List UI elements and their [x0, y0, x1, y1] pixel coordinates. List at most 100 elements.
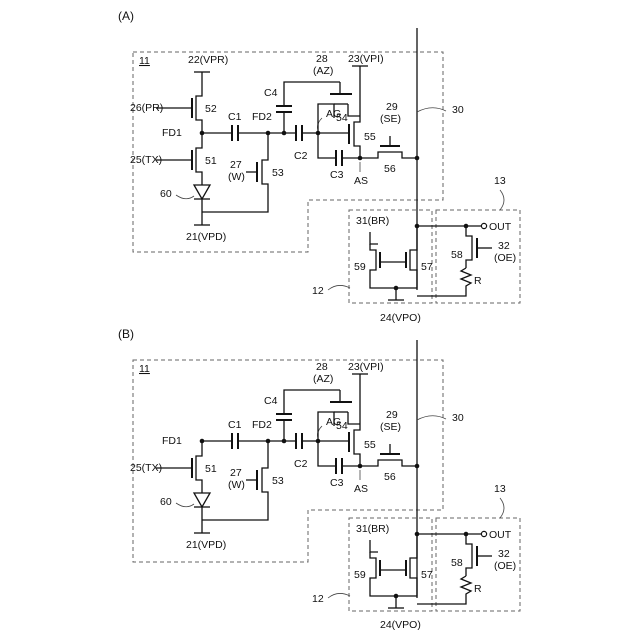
w-label-b: 27 [230, 467, 242, 479]
br-label-b: 31(BR) [356, 523, 389, 535]
leader-13 [500, 190, 504, 210]
fd1-label: FD1 [162, 127, 182, 139]
se-num-label: 29 [386, 101, 398, 113]
pr-label: 26(PR) [130, 102, 163, 114]
oe-sub-label-b: (OE) [494, 560, 516, 572]
pixel-ref: 11 [139, 55, 150, 67]
t54-right-b [348, 412, 360, 424]
t55-channel [354, 66, 360, 158]
panel-b: (B) 11 30 FD1 25(TX) 51 60 21(VPD) C1 [118, 327, 520, 631]
t54-right [348, 104, 360, 116]
oe-num-label-b: 32 [498, 548, 510, 560]
t52-channel [196, 72, 202, 133]
t58-channel [466, 226, 472, 268]
leader-30-b [417, 416, 446, 420]
t56-label-b: 56 [384, 471, 396, 483]
line-node-b [415, 224, 420, 229]
t51-label: 51 [205, 155, 217, 167]
block12-loop [370, 226, 417, 288]
se-num-label-b: 29 [386, 409, 398, 421]
line-30-label-b: 30 [452, 412, 464, 424]
c4-node [282, 131, 287, 136]
t59-label: 59 [354, 261, 366, 273]
leader-12 [328, 285, 350, 290]
leader-13-b [500, 498, 504, 518]
t59-label-b: 59 [354, 569, 366, 581]
br-label: 31(BR) [356, 215, 389, 227]
t55-channel-b [354, 374, 360, 466]
vpr-label: 22(VPR) [188, 54, 228, 66]
leader-30 [417, 108, 446, 112]
line-node-a-b [415, 464, 420, 469]
t53-label-b: 53 [272, 475, 284, 487]
out-label-b: OUT [489, 529, 512, 541]
c1-label: C1 [228, 111, 242, 123]
c2-label-b: C2 [294, 458, 308, 470]
vpo-label: 24(VPO) [380, 312, 421, 324]
vpi-label: 23(VPI) [348, 53, 384, 65]
panel-a: (A) 11 30 22(VPR) 26(PR) 52 FD1 25(TX) 5… [118, 9, 520, 324]
vpi-label-b: 23(VPI) [348, 361, 384, 373]
t58-label-b: 58 [451, 557, 463, 569]
t54-label: 54 [336, 112, 348, 124]
pd-ref-label: 60 [160, 188, 172, 200]
tx-label: 25(TX) [130, 154, 162, 166]
az-num-label: 28 [316, 53, 328, 65]
w-sub-label-b: (W) [228, 479, 245, 491]
t52-label: 52 [205, 103, 217, 115]
az-sub-label-b: (AZ) [313, 373, 333, 385]
t56-channel-b [360, 460, 417, 466]
c4-label-b: C4 [264, 395, 278, 407]
block12-label-b: 12 [312, 593, 324, 605]
t53-label: 53 [272, 167, 284, 179]
oe-num-label: 32 [498, 240, 510, 252]
fd1-label-b: FD1 [162, 435, 182, 447]
se-sub-label: (SE) [380, 113, 401, 125]
t55-label-b: 55 [364, 439, 376, 451]
line-30-label: 30 [452, 104, 464, 116]
line-node-b-b [415, 532, 420, 537]
photodiode-b [194, 493, 210, 507]
c3-label-b: C3 [330, 477, 344, 489]
vpd-label: 21(VPD) [186, 231, 226, 243]
t56-channel [360, 152, 417, 158]
block13-label: 13 [494, 175, 506, 187]
t55-label: 55 [364, 131, 376, 143]
br-wire [370, 232, 378, 244]
c1-label-b: C1 [228, 419, 242, 431]
t51-label-b: 51 [205, 463, 217, 475]
oe-sub-label: (OE) [494, 252, 516, 264]
as-label: AS [354, 175, 368, 187]
c3-wire-left-b [318, 441, 336, 466]
br-wire-b [370, 540, 378, 552]
out-label: OUT [489, 221, 512, 233]
c2-label: C2 [294, 150, 308, 162]
out-terminal-b [481, 531, 486, 536]
pd-ref-label-b: 60 [160, 496, 172, 508]
vpd-label-b: 21(VPD) [186, 539, 226, 551]
panel-a-label: (A) [118, 9, 134, 23]
w-label: 27 [230, 159, 242, 171]
w-sub-label: (W) [228, 171, 245, 183]
se-sub-label-b: (SE) [380, 421, 401, 433]
t58-channel-b [466, 534, 472, 576]
r-label: R [474, 275, 482, 287]
t54-label-b: 54 [336, 420, 348, 432]
r-label-b: R [474, 583, 482, 595]
fd2-label: FD2 [252, 111, 272, 123]
az-num-label-b: 28 [316, 361, 328, 373]
leader-60-b [176, 503, 194, 507]
t57-label-b: 57 [421, 569, 433, 581]
block12-loop-b [370, 534, 417, 596]
az-sub-label: (AZ) [313, 65, 333, 77]
block13-label-b: 13 [494, 483, 506, 495]
c4-label: C4 [264, 87, 278, 99]
t57-label: 57 [421, 261, 433, 273]
t56-label: 56 [384, 163, 396, 175]
fd2-label-b: FD2 [252, 419, 272, 431]
photodiode [194, 185, 210, 199]
pixel-ref-b: 11 [139, 363, 150, 375]
leader-12-b [328, 593, 350, 598]
tx-label-b: 25(TX) [130, 462, 162, 474]
